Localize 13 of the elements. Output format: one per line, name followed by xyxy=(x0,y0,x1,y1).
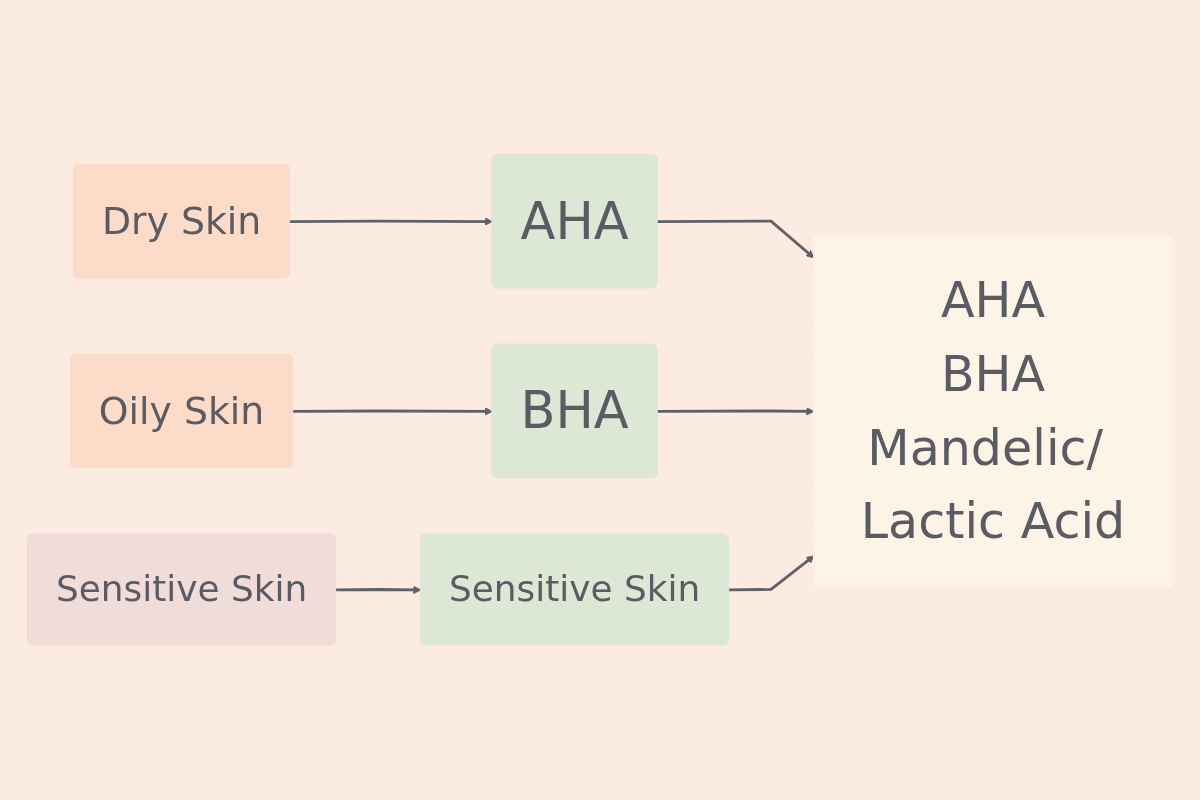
process-box: Sensitive Skin xyxy=(420,534,730,646)
arrow xyxy=(657,407,815,416)
process-box: AHA xyxy=(491,154,658,289)
arrow xyxy=(290,217,493,227)
process-box: BHA xyxy=(491,344,658,479)
process-box: Sensitive Skin xyxy=(27,534,337,646)
arrow xyxy=(293,407,493,416)
process-box: AHA BHA Mandelic/ Lactic Acid xyxy=(813,235,1173,588)
process-box: Dry Skin xyxy=(73,164,290,279)
arrow xyxy=(657,220,815,259)
arrow xyxy=(729,555,815,592)
arrow xyxy=(336,586,422,595)
process-box: Oily Skin xyxy=(70,354,294,469)
